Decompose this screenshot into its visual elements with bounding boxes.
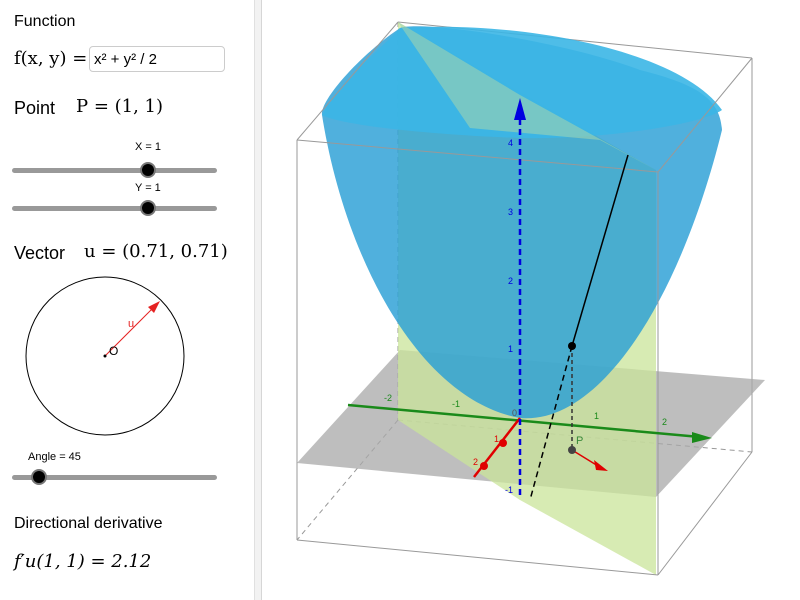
- vector-u-label: u: [128, 318, 134, 330]
- origin-label: O: [109, 344, 118, 358]
- origin-label-3d: 0: [512, 408, 517, 418]
- y-slider[interactable]: [12, 198, 217, 218]
- tangent-line-hidden: [529, 345, 573, 501]
- x-tick-label: 2: [473, 457, 478, 467]
- y-tick-label: 1: [594, 411, 599, 421]
- angle-slider-label: Angle = 45: [28, 451, 81, 463]
- z-tick-label: 2: [508, 276, 513, 286]
- y-tick-label: -2: [384, 393, 392, 403]
- graphics-3d-view[interactable]: -2 -1 1 2 1 2 -1 1 2 3 4 0 P: [262, 0, 800, 600]
- direction-vector-arrowhead: [594, 460, 608, 471]
- x-slider-knob[interactable]: [140, 162, 156, 178]
- x-tick-label: 1: [494, 434, 499, 444]
- plane-overlap: [398, 22, 656, 170]
- bounding-box-front: [296, 21, 753, 576]
- tangent-line[interactable]: [571, 154, 629, 347]
- vector-value: u = (0.71, 0.71): [84, 241, 228, 262]
- angle-slider-knob[interactable]: [31, 469, 47, 485]
- function-heading: Function: [14, 13, 76, 30]
- x-tick: [480, 462, 488, 470]
- unit-circle: [25, 276, 185, 436]
- surface-point[interactable]: [568, 342, 576, 350]
- algebra-panel: Function f(x, y) = Point P = (1, 1) X = …: [0, 0, 254, 600]
- y-axis[interactable]: [347, 403, 701, 439]
- function-label: f(x, y) =: [14, 48, 88, 69]
- y-tick-label: 2: [662, 417, 667, 427]
- derivative-heading: Directional derivative: [14, 515, 163, 532]
- angle-slider-track[interactable]: [12, 475, 217, 480]
- angle-slider[interactable]: [12, 467, 217, 487]
- point-p[interactable]: [568, 446, 576, 454]
- panel-divider[interactable]: [254, 0, 262, 600]
- y-tick-label: -1: [452, 399, 460, 409]
- y-axis-arrowhead: [692, 432, 712, 443]
- y-slider-track[interactable]: [12, 206, 217, 211]
- origin-point[interactable]: [103, 354, 107, 358]
- direction-vector-3d: [571, 449, 599, 467]
- z-axis-arrowhead: [514, 98, 526, 120]
- point-label: Point: [14, 98, 56, 118]
- x-tick: [499, 439, 507, 447]
- vector-u-arrowhead[interactable]: [148, 301, 160, 313]
- function-input[interactable]: [89, 46, 225, 72]
- x-slider[interactable]: [12, 160, 217, 180]
- y-slider-knob[interactable]: [140, 200, 156, 216]
- x-slider-label: X = 1: [135, 141, 161, 153]
- x-slider-track[interactable]: [12, 168, 217, 173]
- vector-u: [104, 308, 153, 357]
- z-tick-label: -1: [505, 485, 513, 495]
- point-value: P = (1, 1): [76, 96, 164, 117]
- point-p-label: P: [576, 435, 583, 447]
- derivative-value: f′u(1, 1) = 2.12: [14, 551, 152, 572]
- z-tick-label: 4: [508, 138, 513, 148]
- unit-circle-graphic: u O: [25, 276, 185, 436]
- z-tick-label: 1: [508, 344, 513, 354]
- y-slider-label: Y = 1: [135, 182, 161, 194]
- z-tick-label: 3: [508, 207, 513, 217]
- vector-label: Vector: [14, 243, 66, 263]
